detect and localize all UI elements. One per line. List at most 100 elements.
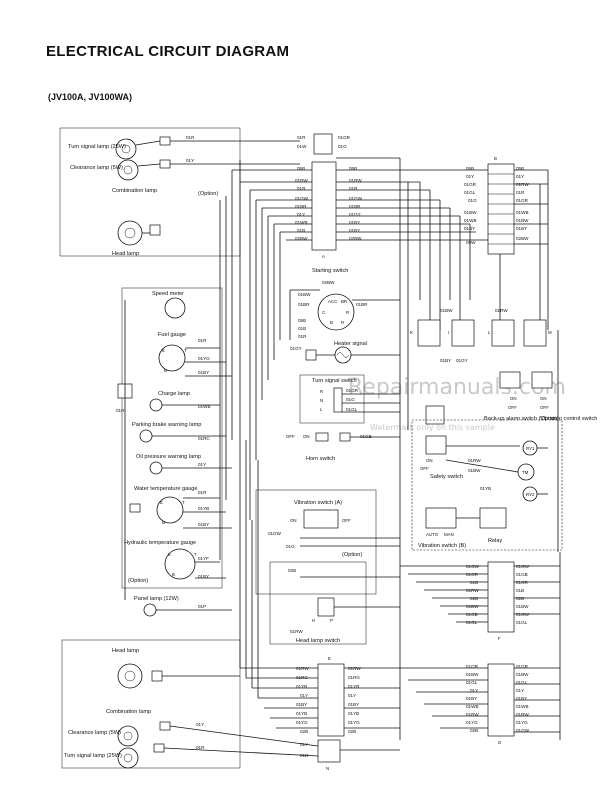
svg-text:T: T xyxy=(184,348,187,353)
svg-text:01BY: 01BY xyxy=(296,702,307,707)
svg-text:OFF: OFF xyxy=(420,466,429,471)
svg-text:01Y: 01Y xyxy=(348,693,356,698)
wire-label: 01RW xyxy=(290,629,303,634)
svg-text:01RG: 01RG xyxy=(296,675,308,680)
svg-text:01GR: 01GR xyxy=(464,182,477,187)
connector-B-left-wires: 05B 01Y 01GR 01GL 01G 01BW 01WB 01BY 05W xyxy=(464,166,477,245)
svg-text:01BW: 01BW xyxy=(464,210,477,215)
vibration-switch-b-frame xyxy=(411,419,563,551)
connector-A xyxy=(311,161,337,251)
head-lamp-switch-label: Head lamp switch xyxy=(296,638,340,644)
svg-text:AUTO: AUTO xyxy=(426,532,439,537)
svg-text:ACC: ACC xyxy=(328,299,337,304)
wire-label: 01RC xyxy=(198,436,210,441)
svg-text:01YR: 01YR xyxy=(296,684,308,689)
svg-text:01BW: 01BW xyxy=(468,468,481,473)
svg-text:01RW: 01RW xyxy=(516,182,529,187)
starting-switch-label: Starting switch xyxy=(312,268,348,274)
svg-text:01GB: 01GB xyxy=(516,572,528,577)
connector-E-harness xyxy=(239,430,400,729)
svg-text:I: I xyxy=(448,330,449,335)
svg-text:E: E xyxy=(160,500,163,505)
hydraulic-temp-gauge-label: Hydraulic temperature gauge xyxy=(124,540,196,546)
svg-text:05B: 05B xyxy=(516,166,524,171)
starting-switch: ACC BR C R B R xyxy=(317,293,355,331)
svg-text:01GL: 01GL xyxy=(466,620,478,625)
svg-text:01GB: 01GB xyxy=(466,612,478,617)
connector-B-label: B xyxy=(494,156,497,161)
svg-text:01Y: 01Y xyxy=(466,174,474,179)
svg-text:ON: ON xyxy=(426,458,433,463)
svg-text:05W: 05W xyxy=(466,240,476,245)
svg-text:02B: 02B xyxy=(470,596,478,601)
svg-text:ON: ON xyxy=(510,396,517,401)
wire-label: 01BY xyxy=(198,522,209,527)
connector-B-pins xyxy=(488,173,514,245)
speed-meter xyxy=(164,297,186,319)
svg-text:01B: 01B xyxy=(470,580,478,585)
svg-text:01RW: 01RW xyxy=(296,666,309,671)
svg-text:01BY: 01BY xyxy=(349,220,360,225)
connector-F xyxy=(487,561,515,633)
svg-text:02BW: 02BW xyxy=(516,236,529,241)
svg-text:01GW: 01GW xyxy=(295,196,309,201)
svg-text:01G: 01G xyxy=(468,198,477,203)
horn-on-label: ON xyxy=(303,434,310,439)
relay xyxy=(479,507,507,529)
speed-meter-label: Speed meter xyxy=(152,291,184,297)
charge-lamp xyxy=(149,398,163,412)
svg-text:01BW: 01BW xyxy=(516,604,529,609)
svg-text:01BW: 01BW xyxy=(466,604,479,609)
svg-text:01B: 01B xyxy=(297,228,305,233)
svg-text:02B: 02B xyxy=(470,728,478,733)
wire-label: 01YB xyxy=(198,506,209,511)
svg-text:01BW: 01BW xyxy=(516,218,529,223)
option-label-1: (Option) xyxy=(198,191,218,197)
head-lamp-bottom xyxy=(117,663,143,689)
oil-pressure-lamp-label: Oil pressure warning lamp xyxy=(136,454,201,460)
svg-text:01GW: 01GW xyxy=(516,728,530,733)
heater-signal-label: Heater signal xyxy=(334,341,367,347)
wire-label: 01Y xyxy=(186,158,194,163)
wire-label: 01G xyxy=(286,544,295,549)
svg-text:01WB: 01WB xyxy=(466,704,479,709)
svg-text:01RW: 01RW xyxy=(349,178,362,183)
svg-text:ON: ON xyxy=(540,396,547,401)
clearance-lamp-bottom xyxy=(117,725,139,747)
svg-text:01RW: 01RW xyxy=(516,712,529,717)
wire-label: 01Y xyxy=(198,462,206,467)
connector-top-small xyxy=(313,133,333,155)
turn-signal-lamp-top: Turn signal lamp (25W) xyxy=(68,138,137,160)
svg-text:TM: TM xyxy=(522,470,529,475)
svg-text:05B: 05B xyxy=(298,318,306,323)
wire-label: 01GB xyxy=(360,434,372,439)
panel-lamp-label: Panel lamp (12W) xyxy=(134,596,179,602)
wire-label: 01R xyxy=(198,490,207,495)
svg-text:01GW: 01GW xyxy=(349,196,363,201)
svg-text:01R: 01R xyxy=(297,135,306,140)
connector-F-harness xyxy=(400,565,560,623)
svg-text:E: E xyxy=(168,552,171,557)
connector-F-label: F xyxy=(498,636,501,641)
horn-switch-label: Horn switch xyxy=(306,456,335,462)
turn-signal-lamp-bottom xyxy=(117,747,139,769)
svg-text:B: B xyxy=(162,520,165,525)
svg-text:01Y: 01Y xyxy=(297,212,305,217)
svg-text:01RW: 01RW xyxy=(468,458,481,463)
svg-text:01R: 01R xyxy=(516,190,525,195)
svg-text:01RG: 01RG xyxy=(348,675,360,680)
connector-A-right-wires: 01GR 01G 05B 01RW 01R 01GW 01BR 01GY 01B… xyxy=(338,135,363,241)
wire-label: 01GL xyxy=(346,407,358,412)
connector-F-right-wires: 01GW 01GB 01GR 01B 02B 01BW 01GW 01GL xyxy=(516,564,530,625)
svg-text:01Y: 01Y xyxy=(470,688,478,693)
page-title: ELECTRICAL CIRCUIT DIAGRAM xyxy=(46,43,290,60)
vibration-switch-a-frame xyxy=(255,489,377,595)
svg-text:01BW: 01BW xyxy=(516,672,529,677)
water-temp-gauge xyxy=(156,496,184,524)
svg-text:RY1: RY1 xyxy=(526,446,535,451)
svg-text:OFF: OFF xyxy=(508,405,517,410)
svg-text:01BR: 01BR xyxy=(356,302,368,307)
connector-N-label: N xyxy=(326,766,329,771)
connector-E xyxy=(317,663,345,737)
